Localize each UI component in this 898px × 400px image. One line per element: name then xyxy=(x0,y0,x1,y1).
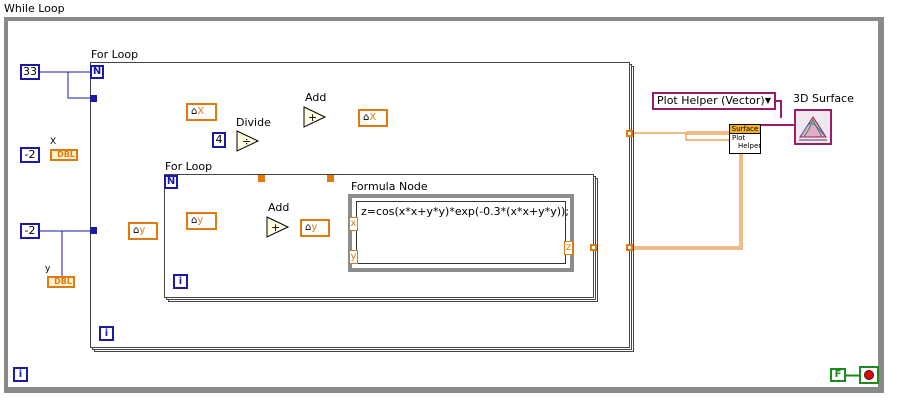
x-local-write-label: X xyxy=(369,112,377,123)
divide-node-icon[interactable]: ÷ xyxy=(236,130,260,152)
y-dbl-indicator-type: DBL xyxy=(54,277,72,286)
false-constant[interactable]: F xyxy=(830,368,846,382)
formula-output-z[interactable]: z xyxy=(564,241,573,255)
x-dbl-indicator-type: DBL xyxy=(57,150,75,159)
add-inner-label: Add xyxy=(268,201,290,214)
y-local-variable-read[interactable]: ⌂y xyxy=(186,212,217,230)
y-start-constant[interactable]: -2 xyxy=(20,223,40,239)
y-indicator-label: y xyxy=(45,264,51,274)
while-loop-iteration-terminal[interactable]: i xyxy=(13,367,28,382)
inner-loop-tunnel-divide[interactable] xyxy=(258,175,265,182)
x-dbl-indicator[interactable]: DBL xyxy=(50,149,78,161)
outer-loop-tunnel-count[interactable] xyxy=(90,95,97,102)
formula-node-label: Formula Node xyxy=(351,180,428,193)
y-local-write-label: y xyxy=(139,225,146,236)
surface-graph-terminal[interactable] xyxy=(794,109,832,145)
stop-icon xyxy=(864,370,874,380)
while-loop-frame[interactable] xyxy=(4,17,884,393)
surface-plot-helper-line1: Plot xyxy=(732,134,746,142)
for-loop-inner-iteration-terminal[interactable]: i xyxy=(173,274,188,289)
surface-label: 3D Surface xyxy=(793,92,854,105)
surface-plot-helper-header: Surface xyxy=(730,125,760,134)
surface-plot-helper-node[interactable]: Surface Plot Helper xyxy=(729,124,761,154)
stop-terminal[interactable] xyxy=(859,366,879,384)
x-local-variable-write[interactable]: ⌂X xyxy=(358,109,388,127)
x-local-variable-read[interactable]: ⌂X xyxy=(186,103,217,121)
for-loop-inner-count-terminal[interactable]: N xyxy=(164,175,178,189)
surface-plot-helper-line2: Helper xyxy=(738,142,762,150)
house-icon: ⌂ xyxy=(191,215,198,226)
house-icon: ⌂ xyxy=(305,222,312,233)
add-top-label: Add xyxy=(305,91,327,104)
boolean-wire xyxy=(846,374,859,377)
outer-loop-output-tunnel-x[interactable] xyxy=(626,130,633,137)
svg-text:÷: ÷ xyxy=(242,135,251,148)
for-loop-outer-iteration-terminal[interactable]: i xyxy=(99,326,114,341)
house-icon: ⌂ xyxy=(133,225,140,236)
y-local-read-label: y xyxy=(197,215,204,226)
inner-loop-tunnel-x[interactable] xyxy=(327,175,334,182)
add-top-node-icon[interactable]: + xyxy=(303,106,327,128)
for-loop-outer-label: For Loop xyxy=(91,48,139,61)
x-start-constant[interactable]: -2 xyxy=(20,147,40,163)
for-loop-outer-count-terminal[interactable]: N xyxy=(90,65,104,79)
svg-text:+: + xyxy=(271,221,280,234)
formula-input-y[interactable]: y xyxy=(349,250,358,264)
3d-surface-icon xyxy=(799,116,827,141)
y-local-variable-inner[interactable]: ⌂y xyxy=(300,219,330,237)
svg-text:+: + xyxy=(308,111,317,124)
y-dbl-indicator[interactable]: DBL xyxy=(47,276,75,288)
for-loop-inner-label: For Loop xyxy=(165,160,213,173)
plot-helper-selector-value: Plot Helper (Vector) xyxy=(657,94,765,107)
house-icon: ⌂ xyxy=(363,112,370,123)
outer-loop-output-tunnel-z[interactable] xyxy=(626,244,633,251)
formula-input-x[interactable]: x xyxy=(349,217,358,231)
outer-loop-tunnel-y[interactable] xyxy=(90,227,97,234)
divide-label: Divide xyxy=(236,116,271,129)
add-inner-node-icon[interactable]: + xyxy=(266,216,290,238)
divisor-constant[interactable]: 4 xyxy=(212,132,226,148)
while-loop-label: While Loop xyxy=(4,2,65,15)
inner-loop-output-tunnel-z[interactable] xyxy=(590,244,597,251)
dropdown-arrow-icon: ▼ xyxy=(764,96,771,105)
y-local-variable-write[interactable]: ⌂y xyxy=(128,222,158,240)
formula-node-expression[interactable]: z=cos(x*x+y*y)*exp(-0.3*(x*x+y*y)); xyxy=(356,201,569,264)
plot-helper-selector[interactable]: Plot Helper (Vector) ▼ xyxy=(652,92,776,110)
count-constant[interactable]: 33 xyxy=(20,64,40,80)
x-local-read-label: X xyxy=(197,106,205,117)
house-icon: ⌂ xyxy=(191,106,198,117)
y-local-inner-label: y xyxy=(311,222,318,233)
x-indicator-label: X xyxy=(50,137,57,147)
